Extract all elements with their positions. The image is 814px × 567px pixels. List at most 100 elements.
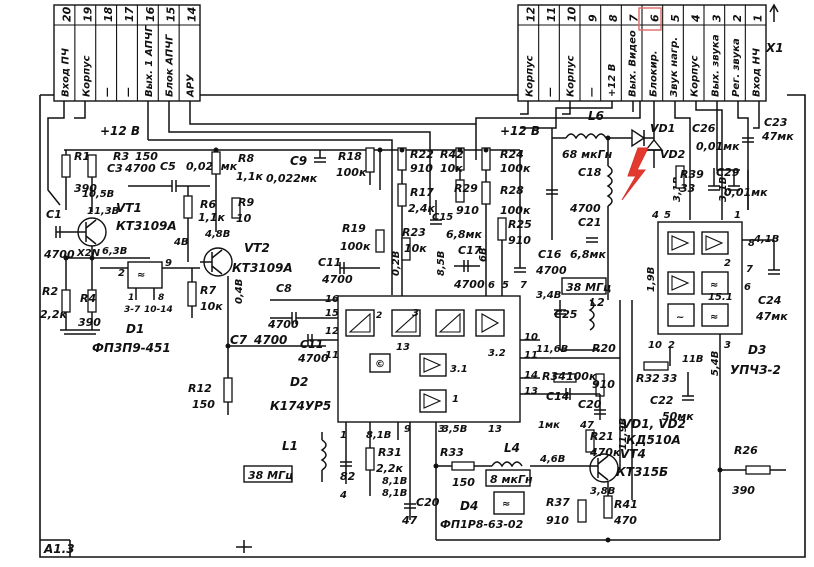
r17-ref: R17: [410, 186, 434, 199]
v-l1-b: 8,1В: [382, 488, 407, 499]
junctions: [213, 135, 723, 543]
block-d2-13: 13: [396, 342, 410, 353]
r24-r28-group: +12 В R24 100к R28 100к R25 910 C16 4700: [476, 124, 567, 296]
v-l1-c: 8,1В: [382, 476, 407, 487]
v-d3-1: 3,1В: [718, 177, 729, 202]
r39-ref: R20: [592, 342, 616, 355]
v-d3-11: 11В: [682, 354, 704, 365]
v-d2-top: 3,4В: [536, 290, 561, 301]
v-d2-c: 6В: [478, 247, 489, 262]
block-d2-3-1: 3.1: [450, 364, 468, 375]
c16-ref: C16: [538, 248, 562, 261]
c29-val: 0,01мк: [724, 186, 768, 199]
r23-val: 10к: [404, 242, 427, 255]
r20-val: 100к: [566, 370, 597, 383]
block-d2-1: 1: [452, 394, 459, 405]
l2-freq: 38 МГц: [566, 281, 611, 294]
c1-ref: C1: [46, 208, 62, 221]
v-d2-11: 11,6В: [536, 344, 568, 355]
r41-ref: R41: [614, 498, 638, 511]
v-vt2-b: 4В: [173, 237, 189, 248]
r33-val: 150: [452, 476, 475, 489]
left-connector-pin-20-label: Вход ПЧ: [60, 48, 71, 97]
right-connector-wires: [520, 101, 760, 220]
r21-val: 470к: [589, 446, 621, 459]
r17-val: 2,4к: [408, 202, 435, 215]
vd2-ref: VD2: [660, 148, 686, 161]
r33-ref: R33: [440, 446, 464, 459]
left-connector-pin-14-label: АРУ: [186, 73, 197, 98]
pin-d1-9: 9: [165, 258, 172, 269]
r6-ref: R6: [200, 198, 216, 211]
c7-ref: C7: [230, 333, 248, 347]
right-connector-pin-12-number: 12: [524, 6, 537, 22]
left-connector-pin-17-number: 17: [123, 6, 136, 22]
v-d2-b: 8,5В: [436, 251, 447, 276]
c23-val: 47мк: [761, 130, 794, 143]
d3-pin-6: 6: [744, 282, 751, 293]
r29-val: 910: [456, 204, 479, 217]
r22-ref: R22: [410, 148, 434, 161]
left-connector-pin-16-label: Вых. 1 АПЧГ: [144, 25, 155, 97]
v-vt2-c: 0,4В: [234, 279, 245, 304]
vd1-ref: VD1: [650, 122, 675, 135]
r22-val: 910: [410, 162, 433, 175]
v-l1-a: 8,1В: [366, 430, 391, 441]
c20-ref: C20: [416, 496, 440, 509]
pin-l1-4: 4: [339, 490, 347, 501]
d3-pin-5: 5: [664, 210, 671, 221]
right-connector-pin-4-label: Корпус: [690, 55, 701, 97]
vt1-ref: VT1: [116, 201, 142, 215]
r28-ref: R28: [500, 184, 524, 197]
d3-pin-2: 2: [668, 340, 675, 351]
d4-l4-group: L4 8 мкГн ≈ D4 ФП1Р8-63-02 R33 150 C20 4…: [401, 422, 533, 540]
r12-val: 150: [192, 398, 215, 411]
left-connector-pin-15-number: 15: [165, 6, 178, 22]
right-connector-pin-11-number: 11: [545, 7, 558, 22]
left-connector-pin-18-number: 18: [102, 6, 115, 22]
d2-ic: 16 15 12 11 C8 4700 C11 4700 D2 К174УР5 …: [267, 280, 620, 435]
c5-ref: C5: [160, 160, 176, 173]
left-connector-pin-19-label: Корпус: [81, 55, 92, 97]
r2-ref: R2: [42, 285, 58, 298]
d4-type: ФП1Р8-63-02: [440, 518, 524, 531]
c9-ref: C9: [290, 154, 307, 168]
block-d2-3-2: 3.2: [488, 348, 506, 359]
pin-d2-15: 15: [325, 308, 339, 319]
vt2-stage: C5 0,022мк R8 1,1к R6 1,1к R9 10 4В 4,8В…: [128, 149, 326, 415]
right-connector-pin-9-label: —: [586, 87, 597, 97]
right-connector-pin-2-label: Рег. звука: [731, 38, 742, 97]
r20-r39-group: R34 100к R20 910 C14 1мк C20 47: [538, 342, 616, 431]
r18-val: 100к: [336, 166, 367, 179]
pin-d2-12: 12: [325, 326, 339, 337]
r19-val: 100к: [340, 240, 371, 253]
vd-type: КД510А: [626, 433, 681, 447]
r8-val: 1,1к: [236, 170, 263, 183]
v-d3-54: 5,4В: [710, 351, 721, 376]
r4-val: 390: [78, 316, 101, 329]
vt4-type: КТ315Б: [616, 465, 668, 479]
r37-ref: R37: [546, 496, 570, 509]
c11-ref: C11: [300, 338, 323, 351]
right-connector-pin-3-label: Вых. звука: [710, 34, 721, 97]
x2n-label: X2N: [76, 248, 101, 259]
d3-pin-3: 3: [724, 340, 731, 351]
c17-ref: C17: [458, 244, 482, 257]
left-connector-pin-17-label: —: [123, 87, 134, 97]
r1-ref: R1: [74, 150, 90, 163]
d2-ref: D2: [290, 375, 308, 389]
right-connector-pin-5-number: 5: [669, 14, 682, 22]
d1-filter: ≈ 2 9 1 3-7 10-14 8 D1 ФП3П9-451: [92, 258, 200, 355]
left-connector-pin-20-number: 20: [60, 6, 73, 22]
l4-ref: L4: [504, 441, 520, 455]
r37-val: 910: [546, 514, 569, 527]
d3-pin-10: 10: [648, 340, 662, 351]
c12-val: 4700: [321, 273, 353, 286]
c26-ref: C26: [692, 122, 716, 135]
right-connector-pin-9-number: 9: [586, 14, 599, 22]
r20-ref: R34: [542, 370, 566, 383]
r19-ref: R19: [342, 222, 366, 235]
connector-x1-label: X1: [765, 41, 784, 55]
pin-d2-7: 7: [520, 280, 527, 291]
pin-d2-5: 5: [502, 280, 509, 291]
